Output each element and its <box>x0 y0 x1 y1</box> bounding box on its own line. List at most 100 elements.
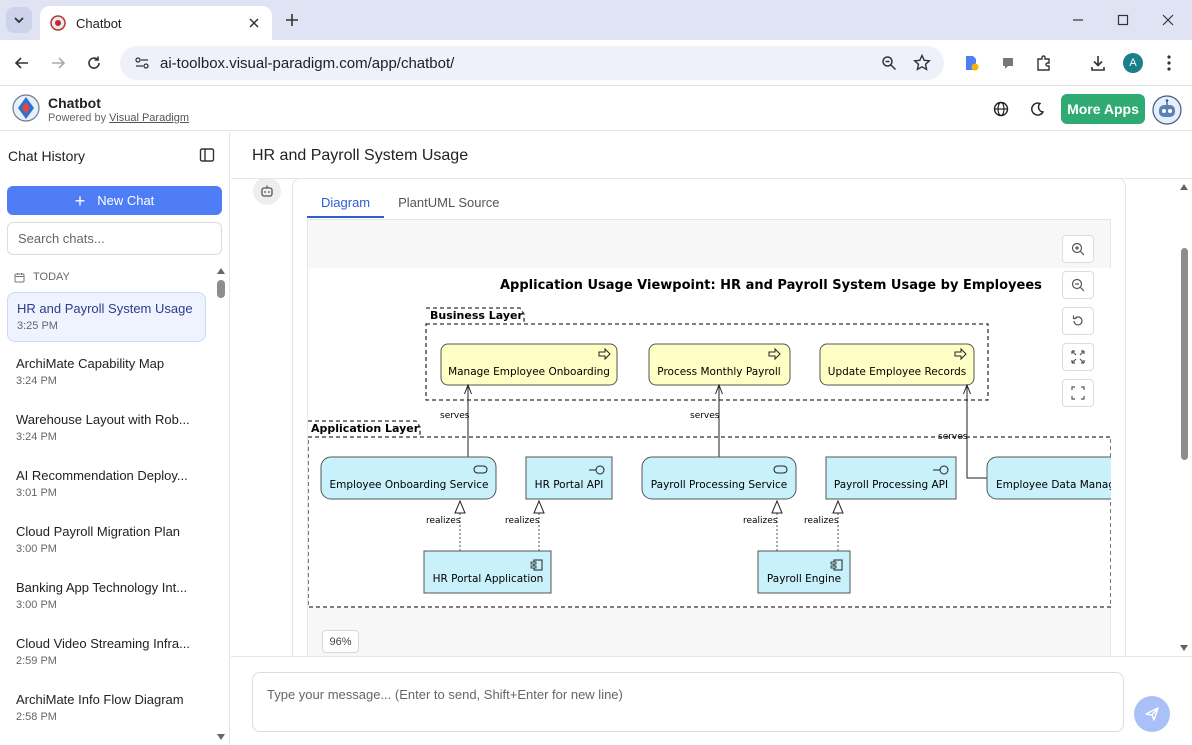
reset-icon <box>1072 315 1083 326</box>
svg-text:Payroll Processing Service: Payroll Processing Service <box>651 479 787 491</box>
browser-menu-icon[interactable] <box>1158 52 1180 74</box>
zoom-in-button[interactable] <box>1062 235 1094 263</box>
extension-doc-icon[interactable] <box>960 52 982 74</box>
chat-item[interactable]: AI Recommendation Deploy...3:01 PM <box>16 468 188 499</box>
chat-item[interactable]: Banking App Technology Int...3:00 PM <box>16 580 188 611</box>
app-interface-hr-portal-api[interactable]: HR Portal API <box>525 456 613 500</box>
more-apps-button[interactable]: More Apps <box>1061 94 1145 124</box>
sidebar-toggle-icon[interactable] <box>198 146 216 164</box>
svg-text:realizes: realizes <box>804 516 839 526</box>
svg-text:Process Monthly Payroll: Process Monthly Payroll <box>657 366 780 378</box>
zoom-page-icon[interactable] <box>879 53 899 73</box>
sidebar-scroll-up-icon[interactable] <box>216 266 226 276</box>
composer-area <box>231 656 1192 745</box>
svg-text:serves: serves <box>440 411 470 421</box>
reset-view-button[interactable] <box>1062 307 1094 335</box>
sidebar-scrollbar-thumb[interactable] <box>217 280 225 298</box>
maximize-icon[interactable] <box>1113 10 1133 30</box>
app-name: Chatbot <box>48 95 101 111</box>
browser-tab[interactable]: Chatbot <box>40 6 272 40</box>
send-icon <box>1145 707 1159 721</box>
bookmark-star-icon[interactable] <box>912 53 932 73</box>
language-globe-icon[interactable] <box>991 99 1011 119</box>
minimize-icon[interactable] <box>1068 10 1088 30</box>
fullscreen-button[interactable] <box>1062 379 1094 407</box>
business-process-onboarding[interactable]: Manage Employee Onboarding <box>440 343 618 386</box>
main-scrollbar-thumb[interactable] <box>1181 248 1188 460</box>
forward-icon[interactable] <box>47 52 69 74</box>
svg-text:Employee Data Manag: Employee Data Manag <box>996 479 1111 491</box>
address-bar[interactable]: ai-toolbox.visual-paradigm.com/app/chatb… <box>120 46 944 80</box>
fullscreen-icon <box>1071 386 1085 400</box>
main-scroll-up-icon[interactable] <box>1179 182 1189 192</box>
svg-text:realizes: realizes <box>426 516 461 526</box>
message-input[interactable] <box>252 672 1124 732</box>
serves-relation: serves <box>440 383 472 457</box>
svg-text:Payroll Engine: Payroll Engine <box>767 573 841 585</box>
svg-text:serves: serves <box>690 411 720 421</box>
download-icon[interactable] <box>1087 52 1109 74</box>
sidebar-title: Chat History <box>8 148 86 164</box>
diagram-svg: Application Usage Viewpoint: HR and Payr… <box>307 278 1148 608</box>
profile-avatar[interactable]: A <box>1122 52 1144 74</box>
fit-to-screen-button[interactable] <box>1062 343 1094 371</box>
app-interface-payroll-processing-api[interactable]: Payroll Processing API <box>825 456 957 500</box>
app-component-payroll-engine[interactable]: Payroll Engine <box>757 550 851 594</box>
business-process-records[interactable]: Update Employee Records <box>819 343 975 386</box>
send-button[interactable] <box>1134 696 1170 732</box>
close-window-icon[interactable] <box>1158 10 1178 30</box>
realizes-relation: realizes <box>426 499 466 551</box>
visual-paradigm-logo-icon <box>12 94 40 122</box>
extension-chat-icon[interactable] <box>997 52 1019 74</box>
app-component-hr-portal[interactable]: HR Portal Application <box>423 550 552 594</box>
business-layer-tab <box>426 307 525 324</box>
dark-mode-moon-icon[interactable] <box>1027 99 1047 119</box>
svg-text:serves: serves <box>938 432 968 442</box>
zoom-out-button[interactable] <box>1062 271 1094 299</box>
page-title: HR and Payroll System Usage <box>252 147 469 164</box>
diagram-canvas[interactable]: Application Usage Viewpoint: HR and Payr… <box>307 219 1148 656</box>
reload-icon[interactable] <box>83 52 105 74</box>
new-chat-button[interactable]: +New Chat <box>7 186 222 215</box>
tab-diagram[interactable]: Diagram <box>307 186 385 218</box>
svg-text:Payroll Processing API: Payroll Processing API <box>834 479 948 491</box>
diagram-title: Application Usage Viewpoint: HR and Payr… <box>500 278 1042 293</box>
visual-paradigm-link[interactable]: Visual Paradigm <box>109 112 190 124</box>
sidebar-scroll-down-icon[interactable] <box>216 732 226 742</box>
bot-avatar-icon[interactable] <box>1152 95 1182 125</box>
extensions-puzzle-icon[interactable] <box>1033 52 1055 74</box>
tab-search-button[interactable] <box>6 7 32 33</box>
zoom-in-icon <box>1071 242 1085 256</box>
diagram-tabs: Diagram PlantUML Source <box>307 186 514 218</box>
app-service-employee-data[interactable]: Employee Data Manag <box>986 456 1148 500</box>
new-tab-icon[interactable] <box>282 10 302 30</box>
chat-item[interactable]: Warehouse Layout with Rob...3:24 PM <box>16 412 190 443</box>
diagram-card: Diagram PlantUML Source Application Usag… <box>292 179 1148 656</box>
bot-message-avatar <box>253 179 281 205</box>
group-label-today: TODAY <box>14 271 70 283</box>
realizes-relation: realizes <box>743 499 783 551</box>
close-tab-icon[interactable] <box>246 15 262 31</box>
business-process-payroll[interactable]: Process Monthly Payroll <box>648 343 791 386</box>
svg-text:Manage Employee Onboarding: Manage Employee Onboarding <box>448 366 610 378</box>
url-text: ai-toolbox.visual-paradigm.com/app/chatb… <box>160 54 455 72</box>
app-service-onboarding[interactable]: Employee Onboarding Service <box>320 456 497 500</box>
svg-text:Employee Onboarding Service: Employee Onboarding Service <box>330 479 489 491</box>
back-icon[interactable] <box>11 52 33 74</box>
chat-item[interactable]: Cloud Video Streaming Infra...2:59 PM <box>16 636 190 667</box>
browser-toolbar: ai-toolbox.visual-paradigm.com/app/chatb… <box>0 40 1192 86</box>
site-settings-icon[interactable] <box>134 55 150 71</box>
main-scroll-down-icon[interactable] <box>1179 643 1189 653</box>
app-service-payroll-processing[interactable]: Payroll Processing Service <box>641 456 797 500</box>
svg-text:realizes: realizes <box>743 516 778 526</box>
divider <box>231 178 1192 179</box>
powered-by: Powered by Visual Paradigm <box>48 112 190 124</box>
tab-plantuml-source[interactable]: PlantUML Source <box>398 195 500 210</box>
tab-title: Chatbot <box>76 15 122 31</box>
search-chats-input[interactable] <box>7 222 222 255</box>
